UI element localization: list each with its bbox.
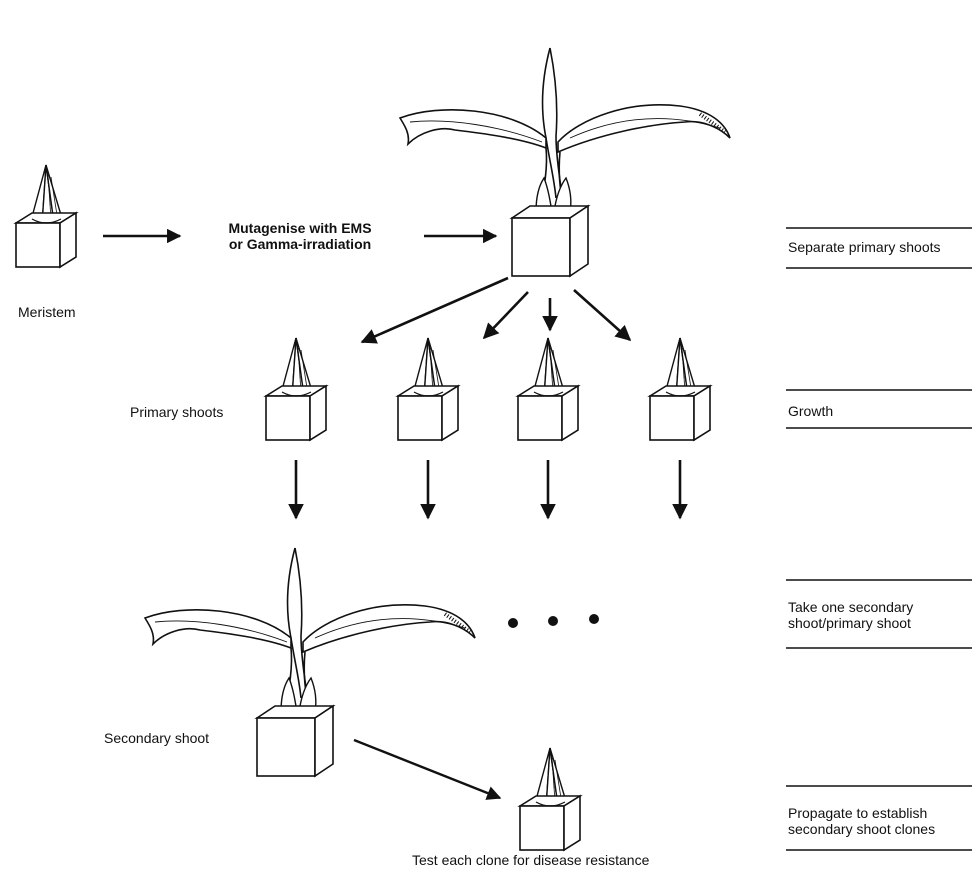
clone-cube — [519, 747, 581, 851]
mutagenise-label-line2: or Gamma-irradiation — [228, 236, 372, 252]
arrow-to-primary-4 — [573, 289, 632, 342]
meristem-label: Meristem — [18, 304, 76, 320]
step-rules — [786, 227, 972, 851]
primary-shoot-3 — [517, 337, 579, 441]
ellipsis-dot-3 — [589, 614, 599, 624]
step-take-secondary-line2: shoot/primary shoot — [788, 615, 911, 631]
primary-shoots-label: Primary shoots — [130, 404, 224, 420]
mutagenise-label-line1: Mutagenise with EMS — [228, 220, 372, 236]
primary-shoot-1 — [265, 337, 327, 441]
arrow-to-clone — [353, 738, 502, 800]
primary-shoot-2 — [397, 337, 459, 441]
ellipsis-dot-1 — [508, 618, 518, 628]
ellipsis-dot-2 — [548, 616, 558, 626]
primary-shoot-4 — [649, 337, 711, 441]
arrow-to-primary-2 — [482, 291, 529, 340]
test-clone-label: Test each clone for disease resistance — [412, 852, 650, 868]
step-growth-line1: Growth — [788, 403, 834, 419]
arrow-to-primary-1 — [360, 276, 509, 344]
step-separate-line1: Separate primary shoots — [788, 239, 941, 255]
step-propagate-line2: secondary shoot clones — [788, 821, 936, 837]
step-propagate-line1: Propagate to establish — [788, 805, 928, 821]
mutagenised-plant — [398, 46, 732, 278]
meristem-cube — [15, 164, 77, 268]
secondary-shoot-label: Secondary shoot — [104, 730, 210, 746]
step-take-secondary-line1: Take one secondary — [788, 599, 914, 615]
